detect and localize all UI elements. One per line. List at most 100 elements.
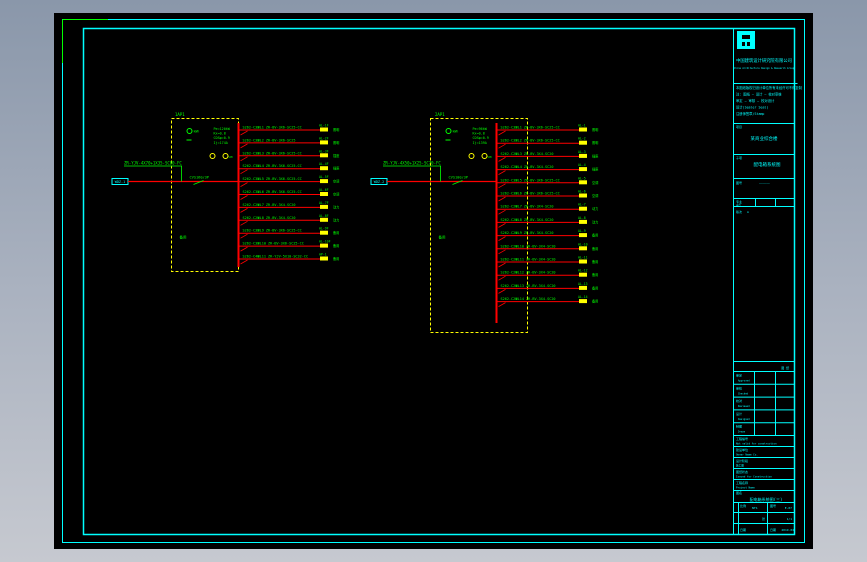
load-icon xyxy=(320,179,328,184)
circuit-cable-label: WL6 ZR-BV-3X6-SC25-CC xyxy=(258,190,302,194)
circuit-load-label: AL-4 xyxy=(578,163,586,167)
circuit-breaker-label: S262-C32 xyxy=(243,151,260,155)
circuit-cable-label: WL1 ZR-BV-3X6-SC25-CC xyxy=(516,126,560,130)
circuit-breaker-label: S262-C32 xyxy=(501,126,518,130)
panel-note: 备用 xyxy=(180,235,187,240)
circuit-breaker-symbol xyxy=(498,196,506,202)
circuit-cable-label: WL3 ZR-BV-3X6-SC25-CC xyxy=(258,151,302,155)
circuit-cable-label: WL12 ZR-BV-3X4-SC20 xyxy=(516,271,556,275)
circuit-breaker-symbol xyxy=(240,246,248,252)
load-icon xyxy=(320,127,328,132)
circuit-breaker-symbol xyxy=(240,208,248,213)
circuit-breaker-label: S262-C32 xyxy=(243,164,260,168)
circuit-cable-label: WL9 ZR-BV-3X4-SC20 xyxy=(516,231,554,235)
circuit-breaker-symbol xyxy=(498,130,506,136)
circuit-cable-label: WL10 ZR-BV-3X4-SC20 xyxy=(516,244,556,248)
revision-value: A xyxy=(747,210,749,214)
title-note-3: 设计(Sealer Seal) xyxy=(736,105,768,110)
discipline-label: 专业 xyxy=(736,199,742,204)
circuit-load-label: AL-13 xyxy=(578,282,588,286)
circuit-cable-label: WL8 ZR-BV-3X4-SC20 xyxy=(516,218,554,222)
circuit-breaker-label: S262-C32 xyxy=(243,138,260,142)
circuit-load-label: AL-7 xyxy=(578,203,586,207)
circuit-load-label: AL-9 xyxy=(578,229,586,233)
circuit-breaker-symbol xyxy=(240,130,248,136)
circuit-cable-label: WL11 ZR-BV-3X4-SC20 xyxy=(516,258,556,262)
outer-frame xyxy=(62,19,805,543)
info-row-label-3: 图纸状态 xyxy=(736,469,748,474)
sign-row-label-1: 审核 xyxy=(736,385,742,390)
circuit-desc-label: 空调 xyxy=(592,180,598,185)
panel-1AP1: 1AP1WDZ-1ZR-YJV-4X70+1X35-SC80-FCCVS160/… xyxy=(111,112,341,272)
circuit-load-label: AL-8F xyxy=(319,214,329,218)
circuit-load-label: AL-10F xyxy=(319,240,331,244)
logo-mark-right xyxy=(747,42,750,46)
circuit-cable-label: WL7 ZR-BV-3X4-SC20 xyxy=(516,205,554,209)
date-label-2: 日期 xyxy=(770,527,776,532)
circuit-load-label: AL-2 xyxy=(578,137,586,141)
circuit-load-label: AL-7F xyxy=(319,201,329,205)
circuit-desc-label: 空调 xyxy=(333,192,339,197)
load-icon xyxy=(579,180,587,185)
panel-note: 备用 xyxy=(439,235,447,240)
circuit-breaker-label: S262-C32 xyxy=(243,190,260,194)
panel-param-1: Kx=0.8 xyxy=(473,132,485,136)
circuit-desc-label: 备用 xyxy=(592,272,598,277)
subproject-label: 子项 xyxy=(736,155,742,160)
project-label: 项目 xyxy=(736,125,742,129)
circuit-desc-label: 插座 xyxy=(333,166,340,171)
circuit-desc-label: 动力 xyxy=(333,204,339,209)
drawing-no-label: 图号 xyxy=(736,180,742,185)
load-icon xyxy=(579,299,587,304)
circuit-desc-label: 照明 xyxy=(592,141,598,145)
panel-2AP1: 2AP1WDZ-2ZR-YJV-4X50+1X25-SC70-FCCVS100/… xyxy=(370,112,600,333)
date-label: 日期 xyxy=(740,527,746,532)
circuit-cable-label: WL2 ZR-BV-3X6-SC25-CC xyxy=(516,139,560,143)
sign-row-label-3: 设计 xyxy=(736,411,742,416)
date-value: 2019.04 xyxy=(781,528,794,532)
circuit-desc-label: 动力 xyxy=(333,217,339,222)
sign-row-sub-3: Designed xyxy=(738,418,750,421)
circuit-load-label: AL-10 xyxy=(578,242,588,246)
circuit-cable-label: WL1 ZR-BV-3X6-SC25-CC xyxy=(258,126,302,130)
circuit-load-label: AL-2F xyxy=(319,136,329,140)
circuit-desc-label: 插座 xyxy=(592,167,599,172)
scale-label: 比例 xyxy=(740,503,746,508)
circuit-breaker-symbol xyxy=(498,275,506,281)
incoming-cable-label: ZR-YJV-4X50+1X25-SC70-FC xyxy=(383,161,441,166)
circuit-breaker-label: S262-C20 xyxy=(501,205,518,209)
info-row-label-0: 工程编号 xyxy=(736,436,748,441)
drawing-no-value: —————— xyxy=(759,181,770,185)
scale-value: NTS xyxy=(752,506,758,510)
sign-row-sub-1: Checked xyxy=(738,392,749,395)
meter-icon xyxy=(445,128,452,134)
circuit-cable-label: WL4 ZR-BV-3X4-SC20 xyxy=(516,165,554,169)
